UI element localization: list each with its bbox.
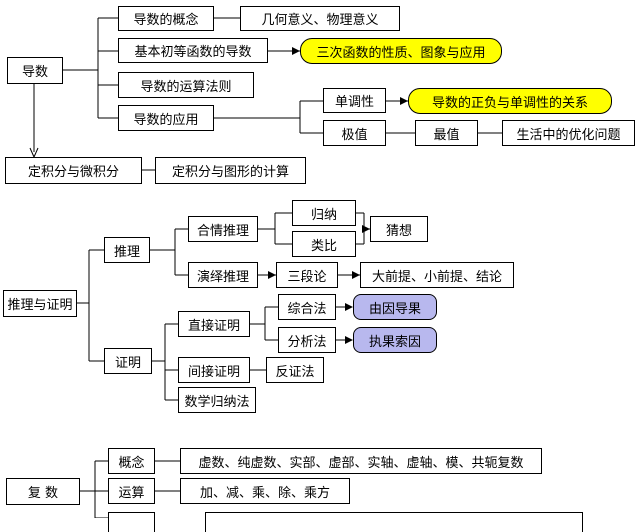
node-plausible-reasoning: 合情推理: [188, 216, 258, 242]
node-effect-to-cause: 执果索因: [353, 327, 437, 353]
node-derivative: 导数: [7, 57, 63, 84]
node-ops-items: 加、减、乘、除、乘方: [180, 478, 350, 504]
node-analogy: 类比: [292, 231, 356, 257]
connector-lines: [29, 17, 502, 518]
node-concept-items: 虚数、纯虚数、实部、虚部、实轴、虚轴、模、共轭复数: [180, 448, 542, 474]
node-derivative-concept: 导数的概念: [118, 6, 214, 31]
node-proving: 证明: [104, 348, 152, 374]
node-syllogism: 三段论: [276, 262, 338, 288]
node-optimization: 生活中的优化问题: [502, 120, 635, 146]
node-premises: 大前提、小前提、结论: [360, 262, 514, 288]
node-math-induction: 数学归纳法: [178, 387, 256, 413]
node-indirect-proof: 间接证明: [178, 357, 250, 383]
node-synthetic-method: 综合法: [278, 294, 336, 320]
node-monotonicity: 单调性: [323, 88, 386, 113]
node-extremum: 极值: [323, 120, 386, 146]
node-monotonicity-relation: 导数的正负与单调性的关系: [408, 88, 612, 114]
node-reasoning: 推理: [104, 237, 150, 263]
node-reasoning-proof: 推理与证明: [3, 290, 77, 317]
node-basic-derivatives: 基本初等函数的导数: [118, 38, 268, 63]
node-direct-proof: 直接证明: [178, 311, 250, 337]
node-maximum: 最值: [415, 120, 478, 146]
node-contradiction: 反证法: [266, 357, 324, 383]
arrowheads: [268, 47, 408, 344]
node-deductive-reasoning: 演绎推理: [188, 262, 258, 288]
node-meaning: 几何意义、物理意义: [240, 6, 400, 31]
node-cubic-function: 三次函数的性质、图象与应用: [300, 38, 502, 64]
node-induction: 归纳: [292, 200, 356, 226]
node-derivative-rules: 导数的运算法则: [118, 72, 254, 98]
node-complex-ops: 运算: [108, 478, 155, 504]
node-cutoff-right: [205, 512, 583, 532]
node-integral: 定积分与微积分: [5, 157, 142, 184]
node-analytic-method: 分析法: [278, 327, 336, 353]
node-conjecture: 猜想: [370, 216, 428, 242]
node-complex-concept: 概念: [108, 448, 155, 474]
node-integral-area: 定积分与图形的计算: [155, 157, 306, 184]
node-cutoff-left: [108, 512, 155, 532]
node-complex-number: 复 数: [6, 478, 80, 505]
node-cause-to-effect: 由因导果: [353, 294, 437, 320]
node-derivative-application: 导数的应用: [118, 105, 214, 131]
